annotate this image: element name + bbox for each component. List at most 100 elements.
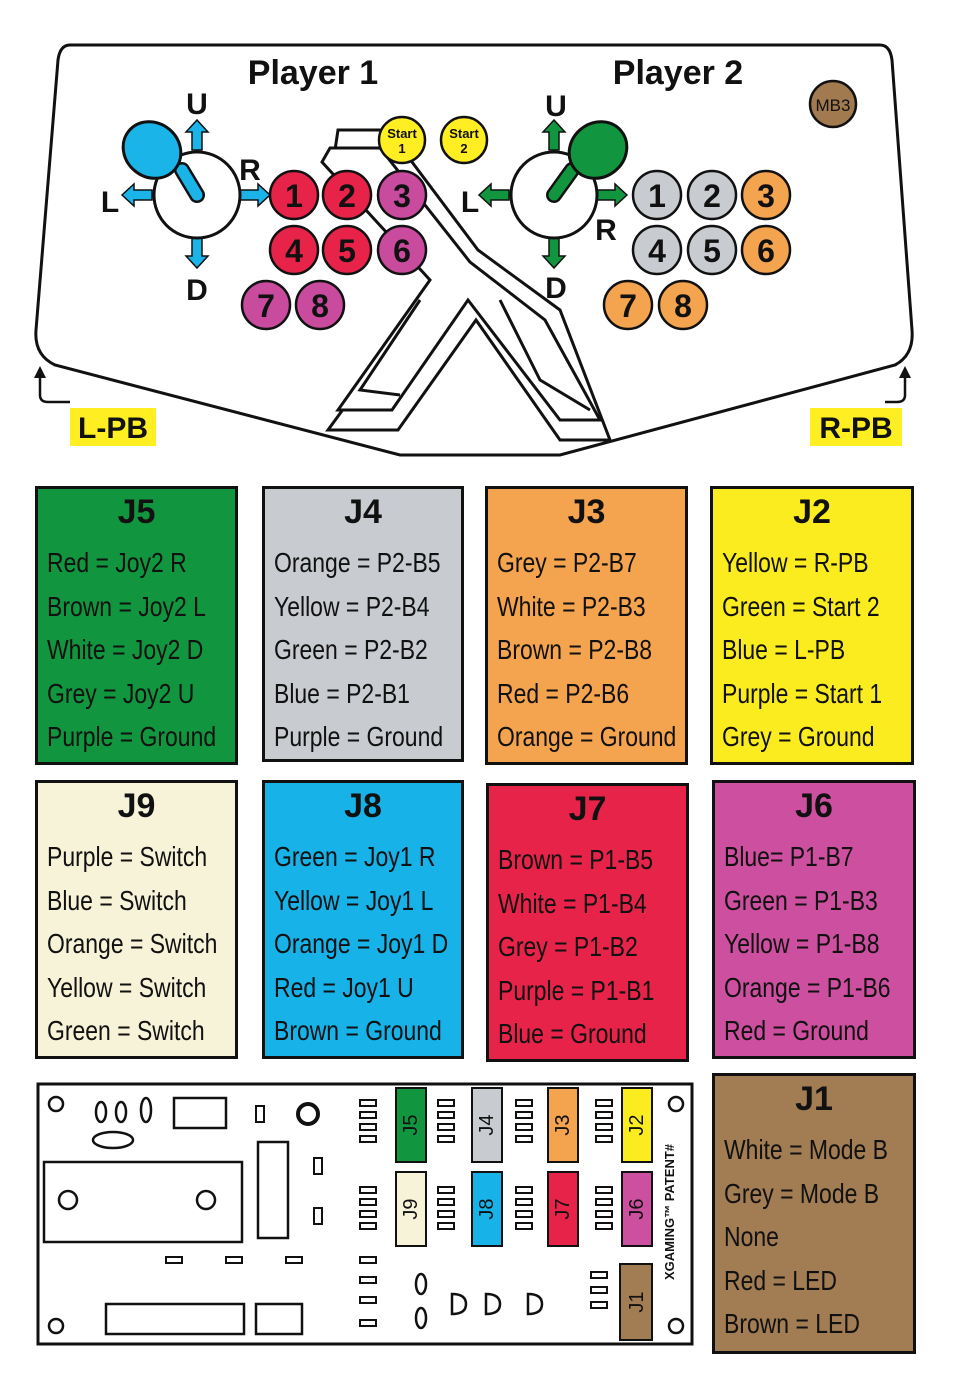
p2-button-3: 3: [740, 169, 792, 221]
wire-mapping: White = Mode B: [724, 1134, 888, 1165]
p1-joystick-ball: [121, 120, 183, 180]
connector-wire-list: Purple = Switch Blue = Switch Orange = S…: [47, 835, 255, 1053]
p2-dir-left: L: [461, 186, 479, 219]
p2-dir-up: U: [545, 90, 567, 123]
rpb-label: R-PB: [810, 408, 902, 446]
svg-text:3: 3: [393, 178, 411, 214]
wire-mapping: Blue = Ground: [498, 1018, 647, 1049]
wire-mapping: Purple = P1-B1: [498, 974, 655, 1006]
wire-mapping: Grey = Mode B: [724, 1177, 880, 1209]
p1-dir-down: D: [186, 274, 208, 307]
wire-mapping: Blue= P1-B7: [724, 841, 854, 872]
wire-mapping: Blue = L-PB: [722, 634, 846, 665]
connector-j6-legend: J6 Blue= P1-B7 Green = P1-B3 Yellow = P1…: [712, 780, 916, 1059]
start1-label-top: Start: [387, 126, 417, 141]
connector-j4-legend: J4 Orange = P2-B5 Yellow = P2-B4 Green =…: [262, 486, 464, 762]
connector-wire-list: Orange = P2-B5 Yellow = P2-B4 Green = P2…: [274, 541, 480, 759]
connector-j9-legend: J9 Purple = Switch Blue = Switch Orange …: [35, 780, 238, 1059]
wire-mapping: Red = Joy2 R: [47, 547, 187, 578]
p2-dir-down: D: [545, 272, 567, 305]
player1-label: Player 1: [248, 54, 378, 92]
lpb-leader-arrow: [34, 366, 46, 378]
svg-text:1: 1: [648, 178, 666, 214]
start2-label-num: 2: [460, 141, 467, 156]
connector-wire-list: Yellow = R-PB Green = Start 2 Blue = L-P…: [722, 541, 917, 759]
wire-mapping: Purple = Start 1: [722, 677, 883, 709]
p1-button-8: 8: [294, 279, 346, 331]
svg-text:7: 7: [257, 288, 275, 324]
pcb-board-diagram: J5 J4 J3 J2 J9 J8 J7 J6 J1 XGAMING™ PATE…: [36, 1082, 694, 1346]
svg-text:2: 2: [703, 178, 721, 214]
p1-dir-up: U: [186, 88, 208, 121]
wire-mapping: Yellow = P1-B8: [724, 928, 880, 959]
lpb-leader: [38, 372, 70, 404]
wire-mapping: Brown = Joy2 L: [47, 590, 206, 622]
wire-mapping: Green = P1-B3: [724, 884, 878, 916]
wire-mapping: None: [724, 1221, 779, 1252]
wire-mapping: Orange = Joy1 D: [274, 928, 449, 959]
pcb-header-j4: J4: [471, 1087, 503, 1163]
wire-mapping: Orange = P2-B5: [274, 547, 441, 578]
svg-text:4: 4: [648, 233, 666, 269]
wire-mapping: Red = Ground: [724, 1015, 869, 1046]
connector-title: J1: [795, 1080, 833, 1118]
wire-mapping: Brown = LED: [724, 1308, 860, 1339]
start2-button: Start 2: [439, 115, 489, 165]
svg-text:5: 5: [703, 233, 721, 269]
connector-title: J4: [344, 493, 382, 531]
wire-mapping: Yellow = R-PB: [722, 547, 869, 578]
wire-mapping: Brown = P1-B5: [498, 844, 654, 875]
resistor-array: [165, 1099, 613, 1327]
svg-text:L-PB: L-PB: [78, 412, 148, 445]
p2-button-8: 8: [657, 279, 709, 331]
connector-title: J2: [793, 493, 831, 531]
svg-text:8: 8: [311, 288, 329, 324]
p1-button-2: 2: [321, 169, 373, 221]
svg-text:J6: J6: [626, 1198, 648, 1219]
p2-direction-arrows: [477, 118, 629, 270]
svg-text:6: 6: [757, 233, 775, 269]
wire-mapping: Purple = Ground: [47, 721, 217, 752]
connector-title: J8: [344, 787, 382, 825]
wire-mapping: Grey = Ground: [722, 721, 875, 752]
wire-mapping: Orange = Switch: [47, 928, 218, 959]
lpb-label: L-PB: [70, 408, 156, 446]
wire-mapping: Blue = Switch: [47, 884, 187, 916]
wire-mapping: Orange = Ground: [497, 721, 677, 752]
svg-text:J8: J8: [476, 1198, 498, 1219]
svg-text:6: 6: [393, 233, 411, 269]
connector-j5-legend: J5 Red = Joy2 R Brown = Joy2 L White = J…: [35, 486, 238, 765]
wire-mapping: Green = Start 2: [722, 590, 880, 622]
wire-mapping: White = Joy2 D: [47, 634, 204, 665]
svg-text:J3: J3: [552, 1114, 574, 1135]
pcb-header-j1: J1: [619, 1263, 653, 1341]
player2-label: Player 2: [613, 54, 743, 92]
left-components: [42, 1096, 544, 1336]
start1-label-num: 1: [398, 141, 405, 156]
wire-mapping: Red = Joy1 U: [274, 971, 414, 1003]
wire-mapping: White = P1-B4: [498, 887, 647, 919]
wire-mapping: Red = P2-B6: [497, 677, 630, 709]
mb3-label: MB3: [816, 96, 851, 115]
connector-j1-legend: J1 White = Mode B Grey = Mode B None Red…: [712, 1073, 916, 1354]
svg-text:5: 5: [338, 233, 356, 269]
wire-mapping: Grey = P1-B2: [498, 931, 638, 962]
connector-title: J9: [117, 787, 156, 825]
svg-text:J7: J7: [552, 1198, 574, 1219]
connector-wire-list: White = Mode B Grey = Mode B None Red = …: [724, 1128, 924, 1346]
start1-button: Start 1: [377, 115, 427, 165]
p2-joystick-ball: [567, 120, 629, 180]
svg-text:J2: J2: [626, 1114, 648, 1135]
svg-text:3: 3: [757, 178, 775, 214]
connector-wire-list: Green = Joy1 R Yellow = Joy1 L Orange = …: [274, 835, 486, 1053]
connector-title: J6: [795, 787, 833, 825]
pcb-header-j2: J2: [621, 1087, 653, 1163]
connector-title: J3: [567, 493, 606, 531]
wire-mapping: Red = LED: [724, 1264, 837, 1296]
connector-j8-legend: J8 Green = Joy1 R Yellow = Joy1 L Orange…: [262, 780, 464, 1059]
connector-j2-legend: J2 Yellow = R-PB Green = Start 2 Blue = …: [710, 486, 914, 765]
svg-text:R-PB: R-PB: [819, 412, 892, 445]
svg-text:J4: J4: [476, 1114, 498, 1135]
p2-buttons: 1 2 3 4 5 6 7 8: [602, 169, 792, 331]
pcb-header-j7: J7: [547, 1171, 579, 1247]
